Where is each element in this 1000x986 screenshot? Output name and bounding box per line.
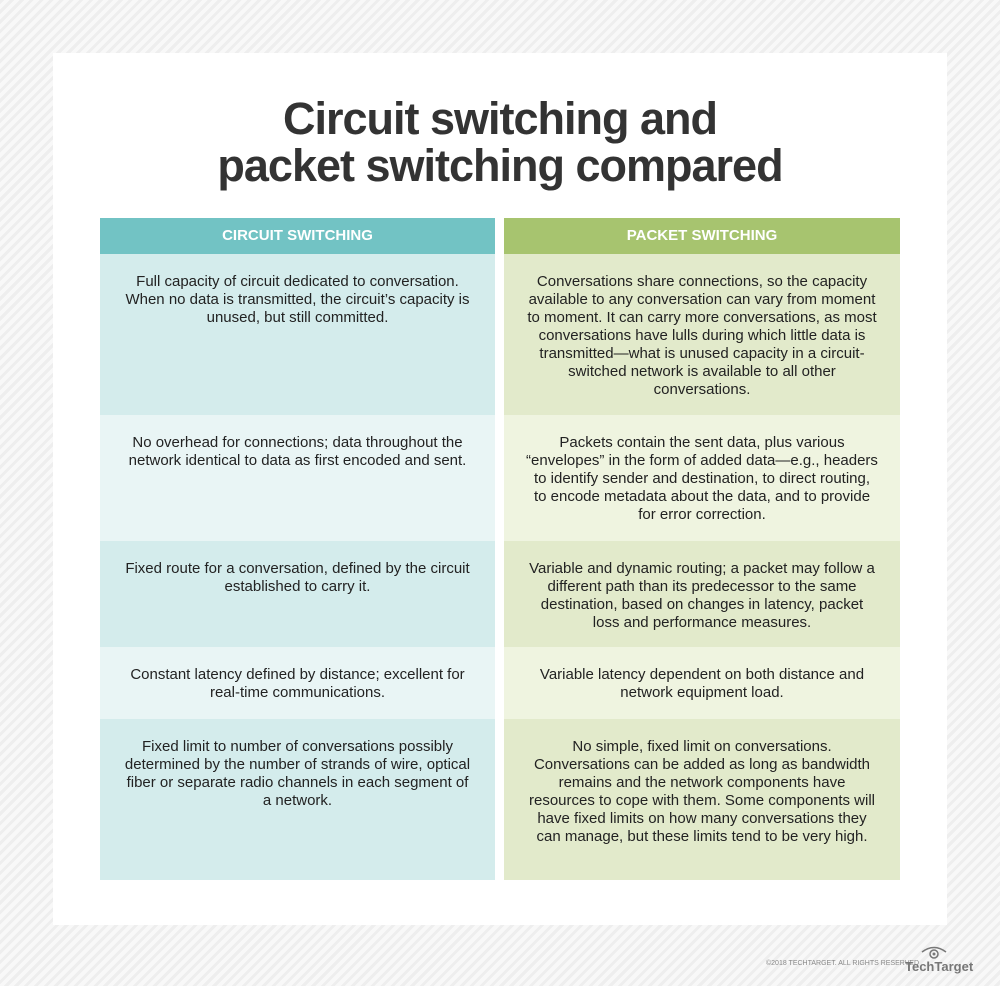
techtarget-logo: TechTarget [905, 946, 973, 974]
packet-row: Conversations share connections, so the … [504, 254, 900, 415]
circuit-row: Fixed route for a conversation, defined … [100, 541, 495, 647]
packet-row: Variable latency dependent on both dista… [504, 647, 900, 719]
circuit-row: No overhead for connections; data throug… [100, 415, 495, 541]
circuit-row: Fixed limit to number of conversations p… [100, 719, 495, 880]
title-line-2: packet switching compared [217, 140, 783, 191]
circuit-header: CIRCUIT SWITCHING [100, 218, 495, 254]
packet-row: Packets contain the sent data, plus vari… [504, 415, 900, 541]
packet-header: PACKET SWITCHING [504, 218, 900, 254]
circuit-row: Constant latency defined by distance; ex… [100, 647, 495, 719]
copyright: ©2018 TECHTARGET. ALL RIGHTS RESERVED [766, 960, 920, 967]
packet-row: No simple, fixed limit on conversations.… [504, 719, 900, 880]
logo-text: TechTarget [905, 959, 974, 974]
circuit-switching-column: CIRCUIT SWITCHING Full capacity of circu… [100, 218, 495, 880]
circuit-row: Full capacity of circuit dedicated to co… [100, 254, 495, 415]
packet-switching-column: PACKET SWITCHING Conversations share con… [504, 218, 900, 880]
title-line-1: Circuit switching and [282, 93, 718, 144]
packet-row: Variable and dynamic routing; a packet m… [504, 541, 900, 647]
eye-icon [921, 946, 947, 959]
